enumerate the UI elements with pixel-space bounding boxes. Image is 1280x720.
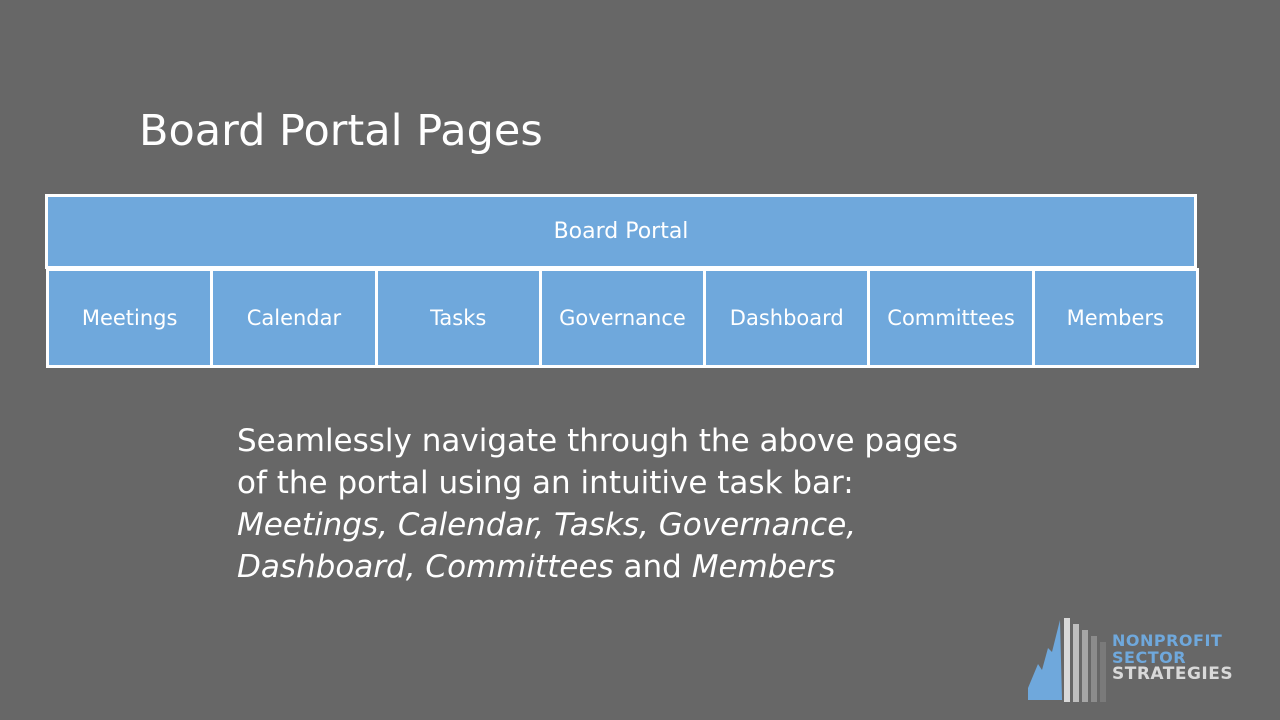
description-line-3: Meetings, Calendar, Tasks, Governance,: [237, 507, 857, 543]
logo-wordmark: NONPROFIT SECTOR STRATEGIES: [1112, 632, 1233, 683]
description-line-2: of the portal using an intuitive task ba…: [237, 465, 854, 501]
description-line-1: Seamlessly navigate through the above pa…: [237, 423, 958, 459]
logo-line-2: SECTOR: [1112, 648, 1187, 667]
nonprofit-sector-strategies-logo: NONPROFIT SECTOR STRATEGIES: [1026, 612, 1256, 704]
description-connector: and: [613, 549, 692, 585]
building-bars-icon: [1028, 618, 1106, 702]
tab-committees[interactable]: Committees: [867, 268, 1035, 368]
tab-calendar[interactable]: Calendar: [210, 268, 378, 368]
description-line-4: Dashboard, Committees and Members: [237, 546, 1057, 588]
tab-members[interactable]: Members: [1031, 268, 1199, 368]
logo-line-3: STRATEGIES: [1112, 664, 1234, 684]
tab-meetings[interactable]: Meetings: [46, 268, 214, 368]
board-portal-diagram: Board Portal Meetings Calendar Tasks Gov…: [45, 194, 1199, 372]
description-text: Seamlessly navigate through the above pa…: [237, 420, 1057, 588]
description-pages-italic: Dashboard, Committees: [237, 549, 614, 585]
portal-header: Board Portal: [45, 194, 1197, 269]
portal-tab-bar: Meetings Calendar Tasks Governance Dashb…: [46, 268, 1199, 368]
tab-tasks[interactable]: Tasks: [374, 268, 542, 368]
tab-dashboard[interactable]: Dashboard: [703, 268, 871, 368]
description-members-italic: Members: [691, 549, 836, 585]
logo-line-1: NONPROFIT: [1112, 631, 1223, 650]
slide-title: Board Portal Pages: [139, 106, 543, 156]
tab-governance[interactable]: Governance: [538, 268, 707, 368]
